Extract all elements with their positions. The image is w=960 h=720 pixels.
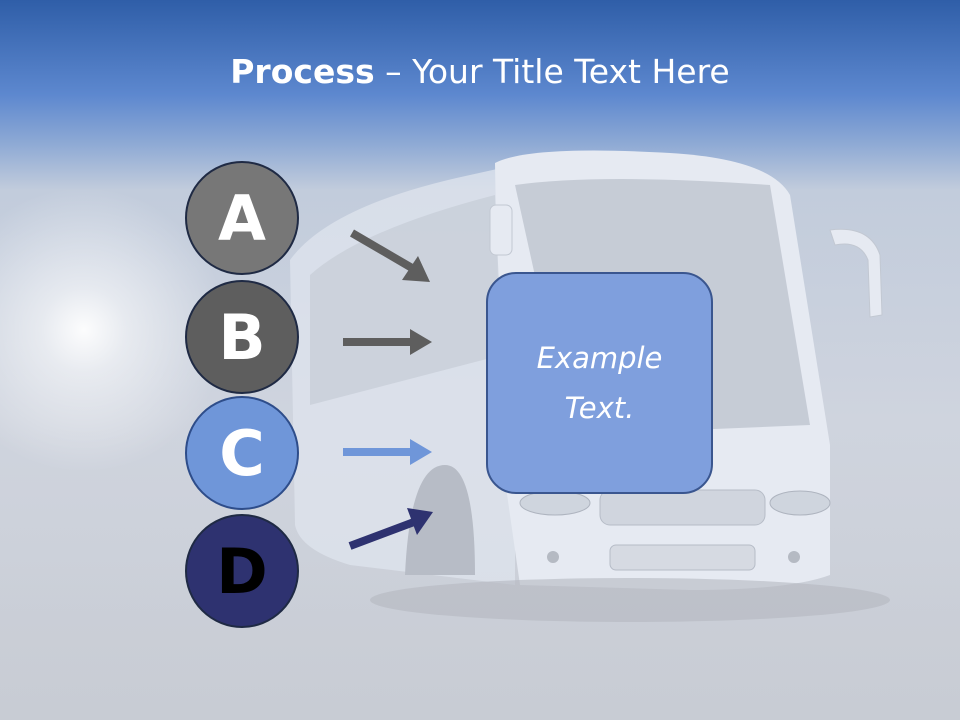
step-c-circle: C xyxy=(185,396,299,510)
arrow-a xyxy=(349,229,430,282)
arrow-c xyxy=(343,439,432,465)
step-b-circle: B xyxy=(185,280,299,394)
title-bold: Process xyxy=(230,52,375,91)
arrow-b xyxy=(343,329,432,355)
example-text-box: Example Text. xyxy=(486,272,713,494)
arrow-d xyxy=(348,508,433,550)
box-line-1: Example xyxy=(536,341,663,375)
step-a-circle: A xyxy=(185,161,299,275)
title-rest: – Your Title Text Here xyxy=(374,52,730,91)
box-line-2: Text. xyxy=(564,391,635,425)
step-d-circle: D xyxy=(185,514,299,628)
slide-title: Process – Your Title Text Here xyxy=(0,52,960,91)
